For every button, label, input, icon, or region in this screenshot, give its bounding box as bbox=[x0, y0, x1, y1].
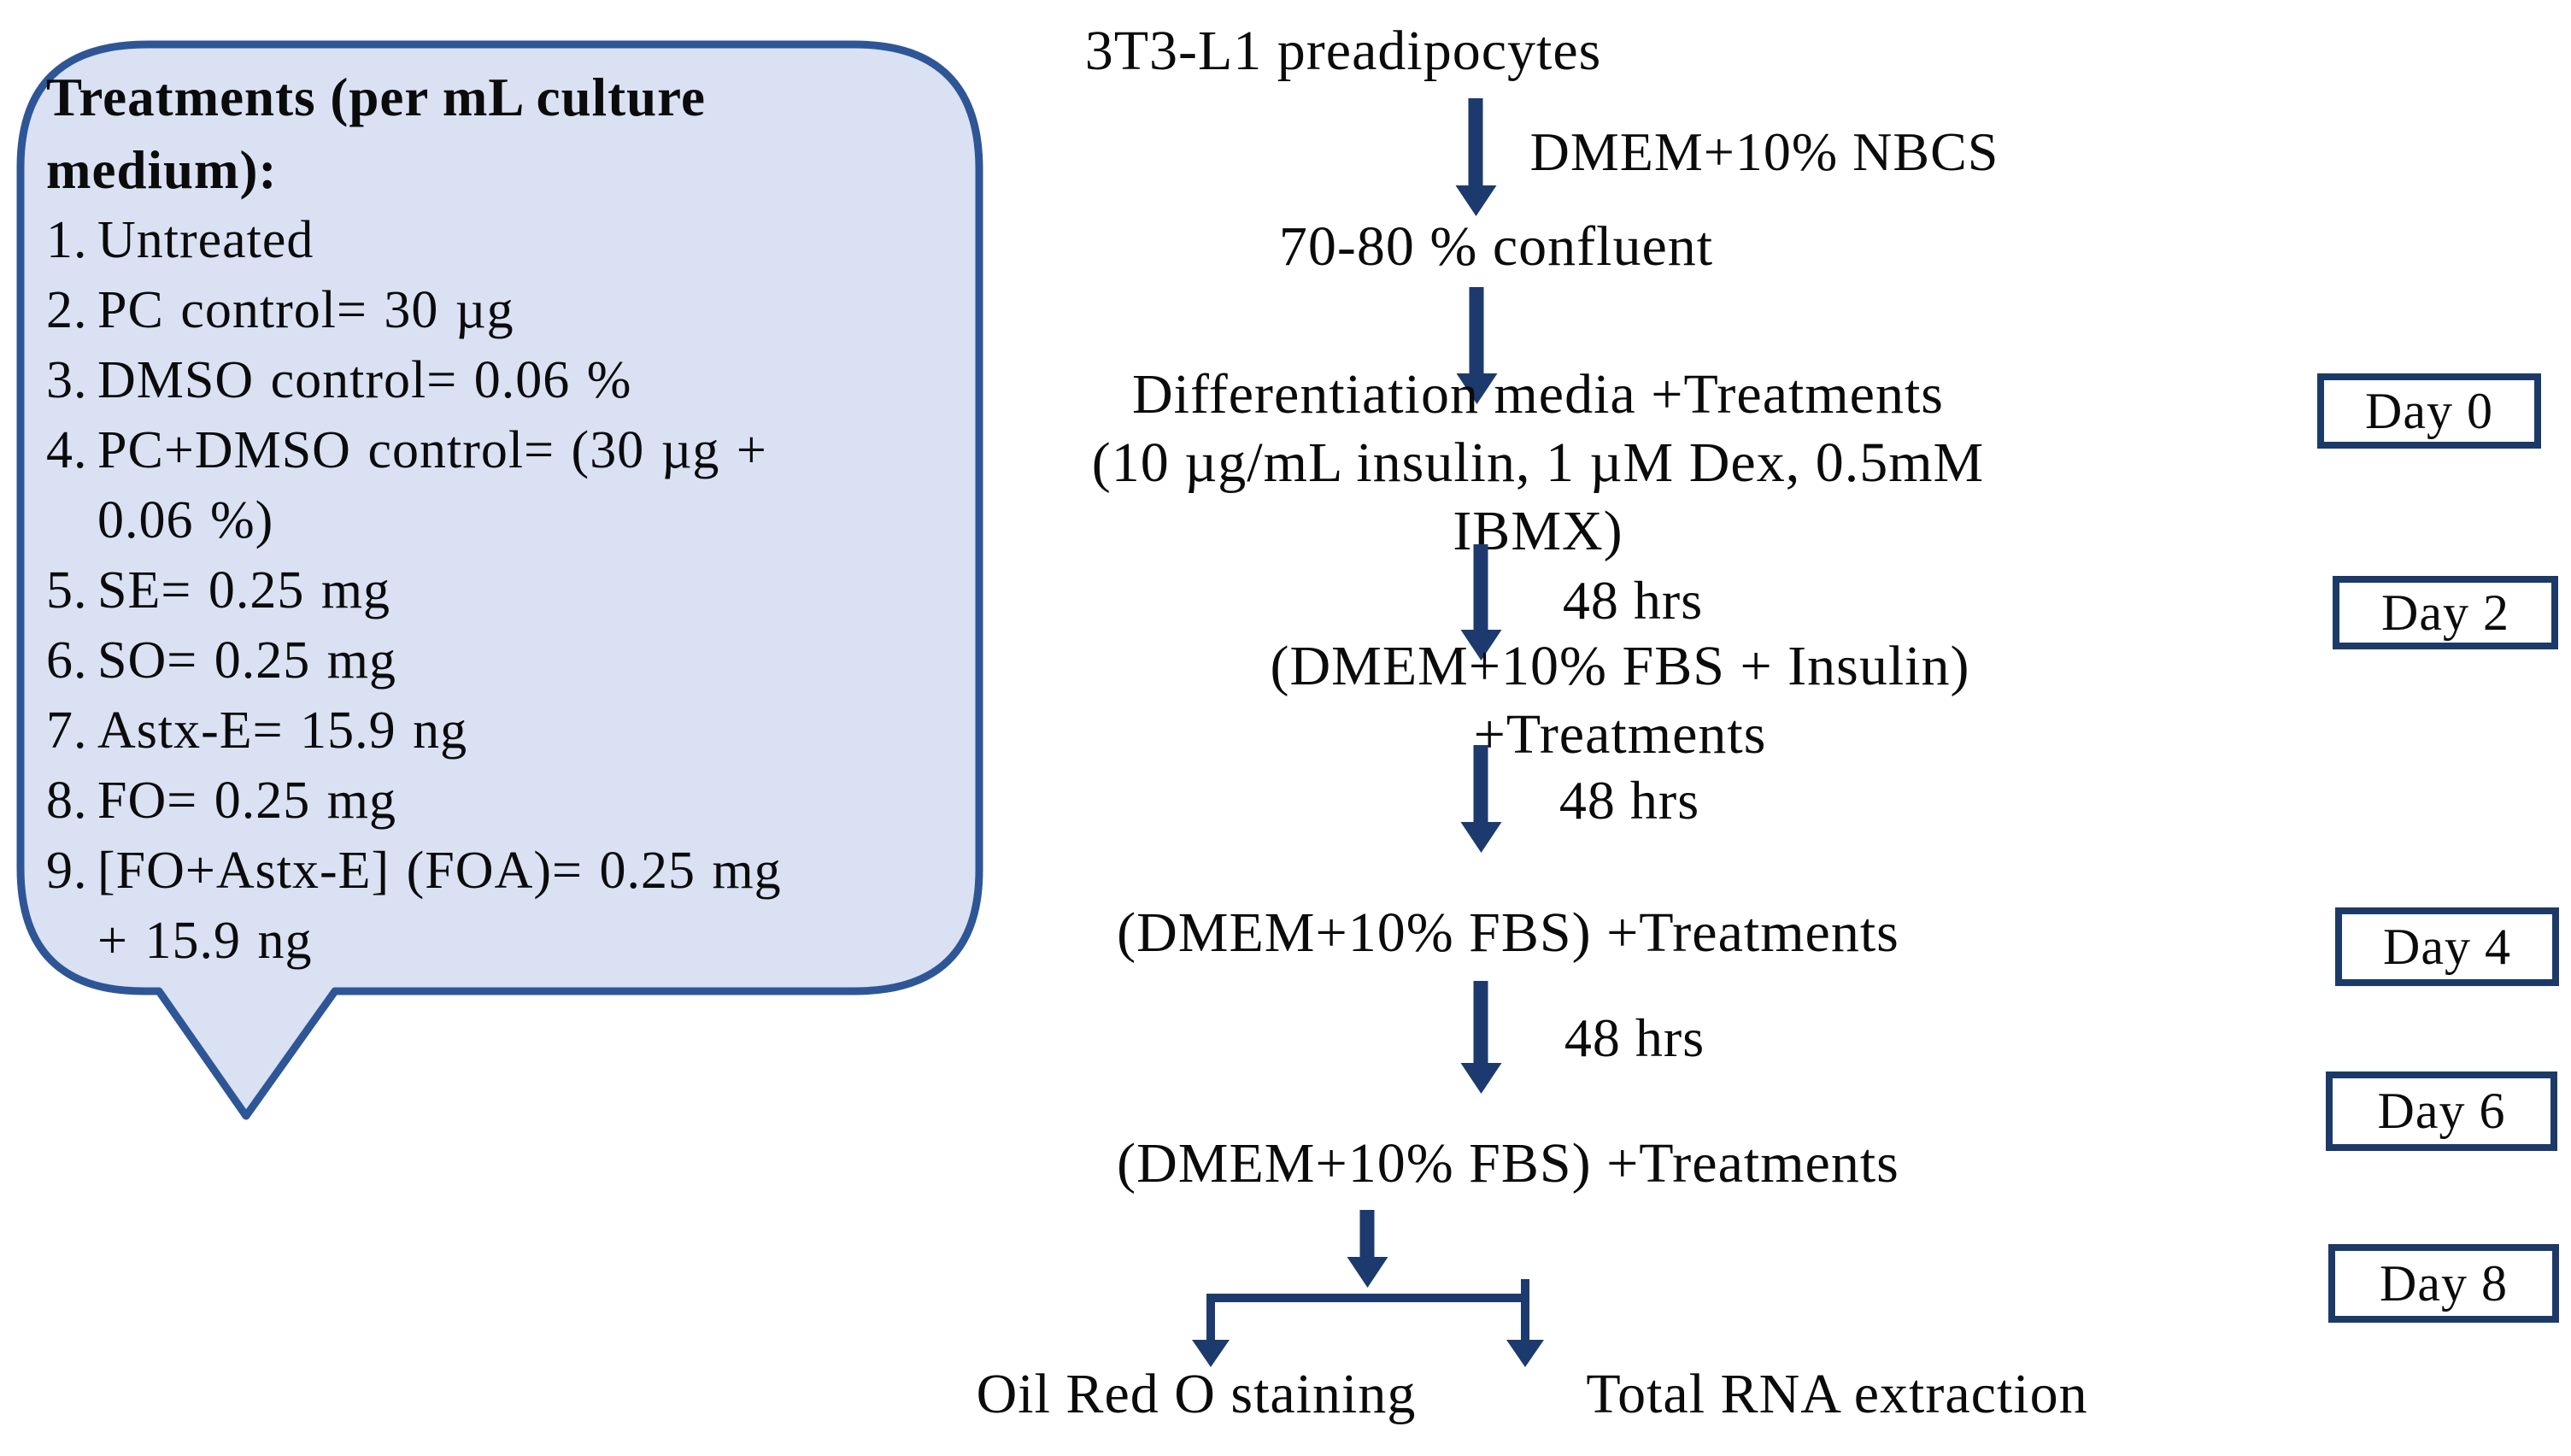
treatment-item: 4. PC+DMSO control= (30 µg + 0.06 %) bbox=[46, 415, 943, 555]
node-day4-media: (DMEM+10% FBS) +Treatments bbox=[1117, 901, 1899, 964]
treatments-list: 1. Untreated 2. PC control= 30 µg 3. DMS… bbox=[46, 205, 943, 976]
node-differentiation-media: Differentiation media +Treatments (10 µg… bbox=[1091, 363, 1985, 562]
treatment-item: 1. Untreated bbox=[46, 205, 943, 275]
arrow-label-dmem-nbcs: DMEM+10% NBCS bbox=[1529, 121, 1999, 182]
callout-title: Treatments (per mL culture medium): bbox=[46, 68, 706, 200]
node-confluent: 70-80 % confluent bbox=[1278, 215, 1714, 278]
day-box-6: Day 6 bbox=[2326, 1071, 2557, 1151]
down-arrow-icon bbox=[1469, 287, 1484, 373]
node-day6-media: (DMEM+10% FBS) +Treatments bbox=[1117, 1132, 1899, 1195]
leaf-oil-red-o-staining: Oil Red O staining bbox=[976, 1363, 1417, 1425]
treatment-item-number: 8. bbox=[46, 772, 88, 830]
day-box-0: Day 0 bbox=[2317, 373, 2541, 449]
treatment-item: 5. SE= 0.25 mg bbox=[46, 555, 943, 625]
day-box-4: Day 4 bbox=[2335, 907, 2559, 986]
treatment-item-number: 2. bbox=[46, 281, 88, 339]
day-box-label: Day 8 bbox=[2380, 1254, 2508, 1312]
treatment-item-text: PC+DMSO control= (30 µg + 0.06 %) bbox=[97, 421, 767, 549]
branch-stem-right bbox=[1521, 1279, 1529, 1340]
treatment-item-number: 1. bbox=[46, 211, 88, 269]
down-arrowhead-icon bbox=[1192, 1340, 1230, 1367]
treatment-item-text: SE= 0.25 mg bbox=[97, 561, 391, 619]
treatment-item-text: SO= 0.25 mg bbox=[97, 631, 396, 690]
callout-bubble-outline bbox=[16, 40, 983, 1120]
down-arrowhead-icon bbox=[1506, 1340, 1544, 1367]
day-box-label: Day 2 bbox=[2381, 584, 2509, 641]
arrow-label-48hrs-3: 48 hrs bbox=[1564, 1007, 1705, 1068]
treatment-item-number: 9. bbox=[46, 842, 88, 900]
treatment-item-text: FO= 0.25 mg bbox=[97, 772, 396, 830]
treatment-item-text: DMSO control= 0.06 % bbox=[97, 351, 632, 409]
treatment-item-text: Astx-E= 15.9 ng bbox=[97, 702, 468, 760]
treatment-item-text: PC control= 30 µg bbox=[97, 281, 514, 339]
node-preadipocytes: 3T3-L1 preadipocytes bbox=[1084, 20, 1602, 82]
down-arrow-icon bbox=[1359, 1210, 1375, 1257]
treatment-item-number: 5. bbox=[46, 561, 88, 619]
treatment-item: 6. SO= 0.25 mg bbox=[46, 625, 943, 696]
treatment-item: 2. PC control= 30 µg bbox=[46, 275, 943, 345]
branch-connector-bar bbox=[1206, 1294, 1529, 1302]
treatment-item: 3. DMSO control= 0.06 % bbox=[46, 345, 943, 415]
treatment-item-text: [FO+Astx-E] (FOA)= 0.25 mg + 15.9 ng bbox=[97, 842, 782, 970]
down-arrow-icon bbox=[1468, 98, 1483, 185]
node-day2-media: (DMEM+10% FBS + Insulin) +Treatments bbox=[1270, 635, 1970, 766]
down-arrow-icon bbox=[1473, 745, 1488, 822]
treatment-item-number: 6. bbox=[46, 631, 88, 690]
treatment-item-number: 4. bbox=[46, 421, 88, 479]
treatments-callout-shape bbox=[16, 40, 983, 1120]
down-arrow-icon bbox=[1473, 544, 1488, 630]
day-box-label: Day 0 bbox=[2365, 382, 2493, 439]
treatment-item-number: 3. bbox=[46, 351, 88, 409]
treatment-item: 8. FO= 0.25 mg bbox=[46, 766, 943, 836]
treatment-item-number: 7. bbox=[46, 702, 88, 760]
day-box-label: Day 4 bbox=[2383, 918, 2511, 975]
branch-stem-left bbox=[1206, 1294, 1215, 1340]
leaf-total-rna-extraction: Total RNA extraction bbox=[1586, 1363, 2088, 1425]
treatment-item: 7. Astx-E= 15.9 ng bbox=[46, 696, 943, 766]
treatment-item-text: Untreated bbox=[97, 211, 314, 269]
down-arrow-icon bbox=[1473, 981, 1488, 1063]
arrow-label-48hrs-2: 48 hrs bbox=[1558, 770, 1700, 831]
arrow-label-48hrs-1: 48 hrs bbox=[1562, 570, 1704, 631]
day-box-label: Day 6 bbox=[2377, 1083, 2506, 1139]
day-box-2: Day 2 bbox=[2333, 576, 2558, 649]
day-box-8: Day 8 bbox=[2328, 1244, 2559, 1323]
treatment-item: 9. [FO+Astx-E] (FOA)= 0.25 mg + 15.9 ng bbox=[46, 836, 943, 976]
